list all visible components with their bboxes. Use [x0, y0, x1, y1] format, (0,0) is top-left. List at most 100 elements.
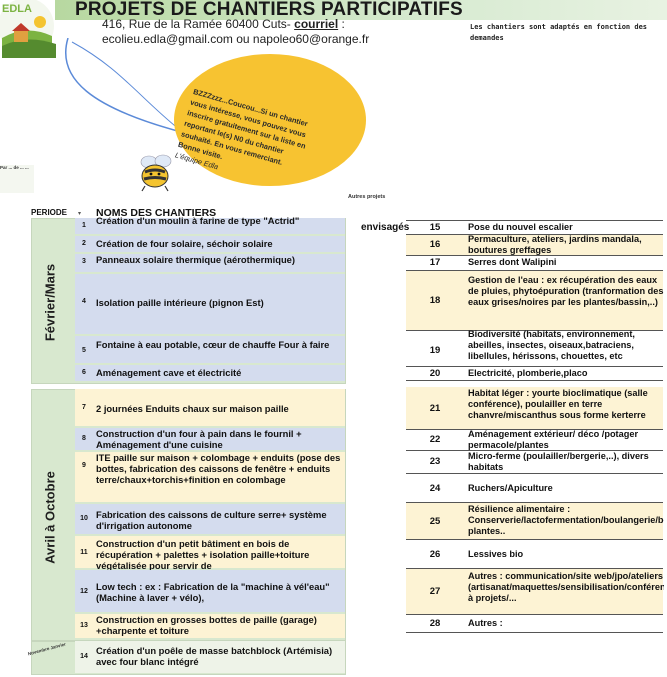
row-number: 12 — [80, 588, 88, 595]
row-text: Panneaux solaire thermique (aérothermiqu… — [96, 254, 296, 265]
table-row: 13 Construction en grosses bottes de pai… — [75, 614, 345, 638]
row-text: Lessives bio — [468, 549, 524, 559]
table-row: 3 Panneaux solaire thermique (aérothermi… — [75, 254, 345, 272]
row-divider — [406, 429, 663, 430]
row-text: Construction d'un petit bâtiment en bois… — [96, 538, 310, 570]
row-number: 24 — [429, 483, 441, 494]
edla-logo: EDLA — [0, 0, 56, 58]
row-text: Habitat léger : yourte bioclimatique (sa… — [468, 388, 648, 420]
row-number: 28 — [429, 618, 441, 629]
table-row: 8 Construction d'un four à pain dans le … — [75, 428, 345, 450]
row-divider — [406, 614, 663, 615]
address-colon: : — [338, 17, 345, 31]
table-row: 11 Construction d'un petit bâtiment en b… — [75, 536, 345, 570]
row-text: Serres dont Walipini — [468, 257, 557, 267]
row-number: 15 — [429, 222, 441, 233]
table-row: 21 Habitat léger : yourte bioclimatique … — [406, 387, 663, 429]
row-divider — [406, 255, 663, 256]
row-divider — [406, 270, 663, 271]
small-note: Par ... de ... ... — [0, 165, 34, 193]
row-text: ITE paille sur maison + colombage + endu… — [96, 452, 341, 485]
row-number: 14 — [80, 653, 88, 660]
row-text: Low tech : ex : Fabrication de la "machi… — [96, 581, 330, 603]
period-label: Février/Mars — [42, 263, 58, 342]
row-divider — [406, 380, 663, 381]
row-text: Aménagement cave et électricité — [96, 367, 242, 378]
row-divider — [406, 568, 663, 569]
row-text: Permaculture, ateliers, jardins mandala,… — [468, 234, 642, 255]
table-row: 15 Pose du nouvel escalier — [406, 221, 663, 234]
row-text: Création d'un poêle de masse batchblock … — [96, 645, 333, 667]
header-periode: PERIODE — [31, 208, 68, 217]
row-text: Construction en grosses bottes de paille… — [96, 614, 317, 636]
row-number: 5 — [82, 347, 86, 354]
row-number: 10 — [80, 515, 88, 522]
row-number: 22 — [429, 434, 441, 445]
header-envisages: envisagés — [361, 222, 410, 233]
row-number: 11 — [80, 549, 88, 556]
row-text: Autres : — [468, 618, 503, 628]
row-text: Micro-ferme (poulailler/bergerie,..), di… — [468, 451, 649, 472]
table-row: 19 Biodiversité (habitats, environnement… — [406, 329, 663, 366]
row-number: 3 — [82, 258, 86, 265]
row-text: Création de four solaire, séchoir solair… — [96, 238, 273, 249]
table-row: 28 Autres : — [406, 615, 663, 632]
side-note: Les chantiers sont adaptés en fonction d… — [470, 23, 648, 42]
row-number: 7 — [82, 404, 86, 411]
table-row: 6 Aménagement cave et électricité — [75, 365, 345, 381]
row-text: 2 journées Enduits chaux sur maison pail… — [96, 403, 289, 414]
table-row: 27 Autres : communication/site web/jpo/a… — [406, 569, 664, 614]
row-text: Autres : communication/site web/jpo/atel… — [468, 571, 664, 603]
row-divider — [406, 473, 663, 474]
row-text: Création d'un moulin à farine de type "A… — [96, 215, 300, 226]
row-divider — [406, 450, 663, 451]
row-number: 23 — [429, 456, 441, 467]
row-text: Electricité, plomberie,placo — [468, 368, 588, 378]
row-text: Aménagement extérieur/ déco /potager per… — [468, 429, 639, 450]
courriel-label: courriel — [294, 17, 339, 31]
table-row: 5 Fontaine à eau potable, cœur de chauff… — [75, 336, 345, 363]
address-block: 416, Rue de la Ramée 60400 Cuts- courrie… — [102, 17, 369, 47]
row-text: Isolation paille intérieure (pignon Est) — [96, 297, 264, 308]
table-row: 24 Ruchers/Apiculture — [406, 474, 663, 502]
header-noms-chantiers: NOMS DES CHANTIERS — [96, 207, 217, 219]
row-text: Pose du nouvel escalier — [468, 222, 573, 232]
row-number: 13 — [80, 622, 88, 629]
table-row: 17 Serres dont Walipini — [406, 256, 663, 270]
row-text: Gestion de l'eau : ex récupération des e… — [468, 275, 664, 307]
row-divider — [406, 539, 663, 540]
row-text: Biodiversité (habitats, environnement, a… — [468, 329, 635, 361]
logo-text: EDLA — [2, 3, 32, 15]
row-divider — [406, 366, 663, 367]
table-row: 16 Permaculture, ateliers, jardins manda… — [406, 234, 663, 255]
row-number: 26 — [429, 549, 441, 560]
table-row: 18 Gestion de l'eau : ex récupération de… — [406, 271, 664, 330]
row-number: 19 — [429, 345, 441, 356]
row-divider — [406, 234, 663, 235]
table-row: 10 Fabrication des caissons de culture s… — [75, 504, 345, 534]
speech-bubble — [64, 38, 366, 186]
table-row: 14 Création d'un poêle de masse batchblo… — [75, 641, 345, 673]
table-row: 20 Electricité, plomberie,placo — [406, 367, 663, 380]
row-number: 9 — [82, 462, 86, 469]
row-number: 21 — [429, 403, 441, 414]
table-row: 25 Résilience alimentaire : Conserverie/… — [406, 503, 664, 539]
page-title: PROJETS DE CHANTIERS PARTICIPATIFS — [75, 0, 463, 20]
row-text: Fontaine à eau potable, cœur de chauffe … — [96, 339, 330, 350]
table-row: 23 Micro-ferme (poulailler/bergerie,..),… — [406, 451, 663, 473]
row-divider — [406, 632, 663, 633]
table-row: 9 ITE paille sur maison + colombage + en… — [75, 452, 345, 502]
row-text: Résilience alimentaire : Conserverie/lac… — [468, 504, 664, 536]
row-text: Construction d'un four à pain dans le fo… — [96, 428, 302, 450]
row-number: 27 — [429, 586, 441, 597]
row-number: 16 — [429, 239, 441, 250]
row-divider — [406, 502, 663, 503]
row-number: 25 — [429, 516, 441, 527]
row-number: 2 — [82, 240, 86, 247]
table-row: 26 Lessives bio — [406, 540, 663, 568]
row-divider — [406, 220, 663, 221]
contact-emails[interactable]: ecolieu.edla@gmail.com ou napoleo60@oran… — [102, 32, 370, 46]
row-divider — [406, 330, 663, 331]
filter-arrow-icon[interactable]: ▾ — [78, 211, 82, 217]
table-row: 22 Aménagement extérieur/ déco /potager … — [406, 429, 663, 450]
